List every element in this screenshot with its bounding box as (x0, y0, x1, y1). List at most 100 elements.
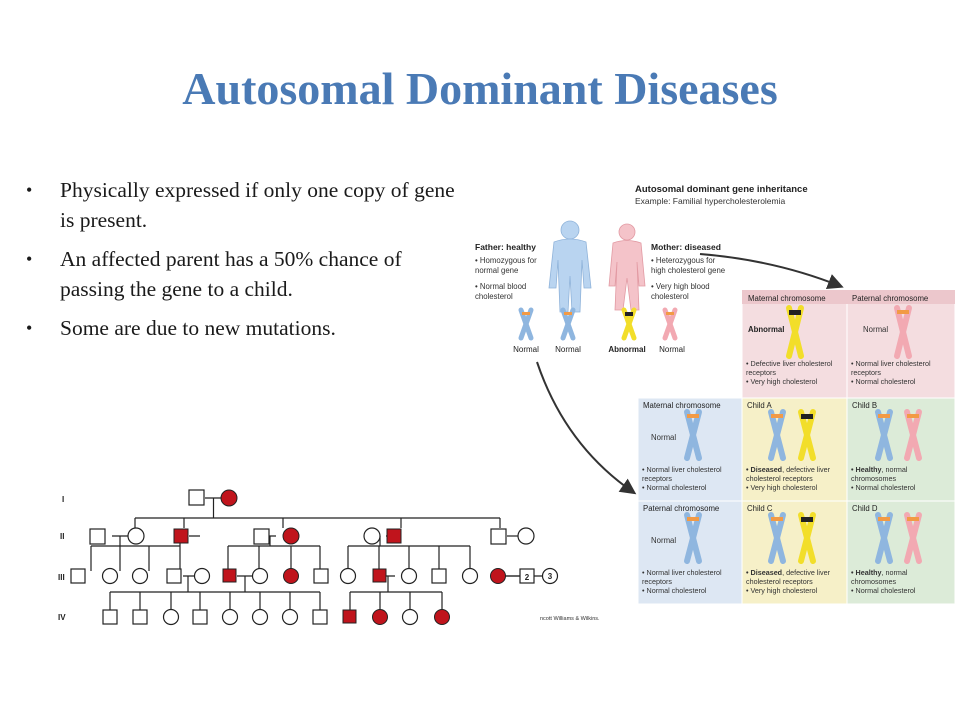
chromosome-icon (560, 307, 576, 341)
pedigree-male (312, 609, 328, 625)
note-line: • Heterozygous for (651, 256, 716, 265)
mother-figure-icon (608, 223, 646, 311)
note-line: cholesterol (651, 292, 689, 301)
note-line: • Very high cholesterol (746, 377, 818, 386)
bullet-item: •Physically expressed if only one copy o… (22, 175, 462, 235)
chromosome-label: Normal (513, 345, 539, 354)
image-credit: ncott Williams & Wilkins. (540, 616, 600, 622)
pedigree-male-affected (372, 568, 387, 583)
note-line: receptors (642, 474, 672, 483)
generation-labels: I II III IV (58, 495, 66, 622)
chromosome-icon (684, 409, 702, 461)
pedigree-female (363, 527, 381, 545)
header-maternal: Maternal chromosome (748, 294, 826, 303)
note-line: • Very high cholesterol (746, 586, 818, 595)
chromosome-icon (875, 409, 893, 461)
bullet-dot: • (26, 318, 33, 338)
generation-label: II (60, 532, 64, 541)
pedigree-lines (90, 497, 520, 610)
chromosome-label: Normal (555, 345, 581, 354)
arrow-mother-to-grid (699, 253, 844, 289)
pedigree-female (517, 527, 535, 545)
note-line: chromosomes (851, 474, 897, 483)
chromosome-icon (904, 512, 922, 564)
pedigree-female (251, 608, 269, 626)
pedigree-female (461, 567, 479, 585)
child-d-cell (846, 500, 956, 605)
pedigree-female (400, 567, 418, 585)
label-normal: Normal (863, 325, 888, 334)
pedigree-male-affected (342, 609, 357, 624)
chromosome-label: Normal (659, 345, 685, 354)
paternal-notes: • Normal liver cholesterol receptors • N… (851, 359, 931, 386)
chromosome-icon (875, 512, 893, 564)
diagram-title: Autosomal dominant gene inheritance (635, 184, 808, 195)
note-line: cholesterol receptors (746, 577, 813, 586)
row-normal-notes: • Normal liver cholesterol receptors • N… (642, 568, 722, 595)
row-header-maternal: Maternal chromosome (643, 401, 721, 410)
note-line: • Very high blood (651, 282, 710, 291)
pedigree-female-affected (220, 489, 238, 507)
generation-label: IV (58, 613, 66, 622)
diagram-subtitle: Example: Familial hypercholesterolemia (635, 196, 786, 206)
child-c-cell (741, 500, 848, 605)
note-line: • Normal cholesterol (642, 586, 707, 595)
bullet-text: An affected parent has a 50% chance of p… (60, 247, 402, 301)
header-band (742, 290, 955, 304)
row-label-normal: Normal (651, 536, 676, 545)
pedigree-male (192, 609, 208, 625)
pedigree-male (102, 609, 118, 625)
pedigree-female-affected (490, 568, 506, 584)
child-a-name: Child A (747, 401, 773, 410)
bullet-text: Physically expressed if only one copy of… (60, 178, 455, 232)
note-line: • Defective liver cholesterol (746, 359, 833, 368)
mother-heading: Mother: diseased (651, 242, 721, 252)
row-header-paternal: Paternal chromosome (643, 504, 719, 513)
inheritance-diagram: Autosomal dominant gene inheritance Exam… (475, 184, 956, 605)
pedigree-male-affected (386, 528, 402, 544)
generation-label: III (58, 573, 65, 582)
child-b-notes: • Healthy, normal chromosomes • Normal c… (851, 465, 916, 492)
pedigree-male (313, 568, 329, 584)
note-line: • Very high cholesterol (746, 483, 818, 492)
chromosome-icon (518, 307, 534, 341)
note-line: chromosomes (851, 577, 897, 586)
header-paternal: Paternal chromosome (852, 294, 928, 303)
pedigree-male (89, 528, 106, 545)
pedigree-male (188, 489, 205, 506)
arrow-father-to-grid (536, 361, 637, 495)
child-b-name: Child B (852, 401, 877, 410)
note-line: • Normal cholesterol (851, 377, 916, 386)
note-line: high cholesterol gene (651, 266, 725, 275)
note-line: • Normal cholesterol (851, 586, 916, 595)
note-line: • Normal liver cholesterol (642, 465, 722, 474)
note-line: receptors (851, 368, 881, 377)
maternal-notes: • Defective liver cholesterol receptors … (746, 359, 833, 386)
note-line: cholesterol receptors (746, 474, 813, 483)
note-line: • Healthy, normal (851, 568, 908, 577)
child-d-name: Child D (852, 504, 878, 513)
child-a-notes: • Diseased, defective liver cholesterol … (746, 465, 831, 492)
pedigree-female-affected (372, 609, 388, 625)
bullet-list: • Physically expressed if only one copy o… (22, 175, 462, 352)
chromosome-label: Abnormal (608, 345, 645, 354)
pedigree-male (490, 528, 507, 545)
pedigree-female (281, 608, 299, 626)
note-line: normal gene (475, 266, 518, 275)
mother-notes: • Heterozygous for high cholesterol gene… (651, 256, 725, 301)
pedigree-female (221, 608, 239, 626)
row-label-normal: Normal (651, 433, 676, 442)
numbered-symbol-label: 3 (548, 572, 553, 581)
chromosome-icon (662, 307, 678, 341)
pedigree-male (431, 568, 447, 584)
bullet-text: Some are due to new mutations. (60, 316, 336, 340)
child-b-cell (846, 397, 956, 502)
note-line: • Homozygous for (475, 256, 537, 265)
generation-label: I (62, 495, 64, 504)
child-c-name: Child C (747, 504, 773, 513)
pedigree-female-affected (434, 609, 450, 625)
chromosome-icon (798, 409, 816, 461)
chromosome-icon (786, 305, 804, 359)
chromosome-icon (904, 409, 922, 461)
parent-chromosomes (518, 307, 678, 341)
